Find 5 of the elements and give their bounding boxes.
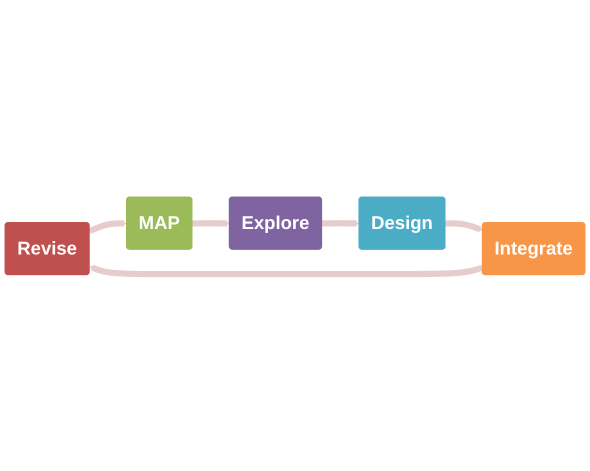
arrow (322, 220, 360, 226)
arrow (445, 220, 483, 232)
arrow (88, 220, 127, 234)
arrow (192, 220, 230, 226)
arrow (89, 264, 484, 277)
